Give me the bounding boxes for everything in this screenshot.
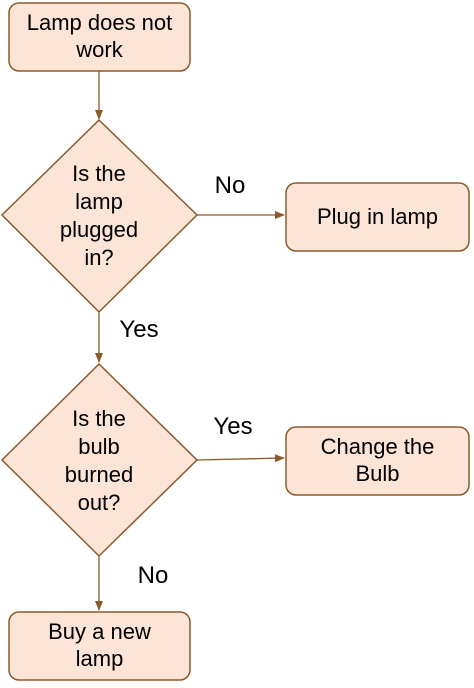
start-label-line2: work bbox=[76, 37, 123, 62]
decision-bulb-label: Is the bulb burned out? bbox=[29, 400, 169, 522]
connector-decision-bulb-to-change-bulb bbox=[196, 454, 285, 463]
start-box bbox=[8, 2, 191, 72]
buy-lamp-box bbox=[8, 611, 191, 681]
change-bulb-line2: Bulb bbox=[355, 461, 400, 486]
plug-in-box bbox=[285, 182, 470, 252]
decision-plug-line2: lamp bbox=[75, 188, 123, 214]
buy-lamp-label: Buy a new lamp bbox=[9, 612, 190, 680]
decision-bulb-line1: Is the bbox=[72, 405, 126, 431]
plug-in-label: Plug in lamp bbox=[286, 183, 469, 251]
change-bulb-label: Change the Bulb bbox=[286, 427, 469, 495]
decision-plug-line3: plugged bbox=[59, 217, 139, 242]
decision-plug-line1: Is the bbox=[72, 160, 126, 186]
decision-bulb-line4: out? bbox=[77, 490, 121, 516]
decision-plug-diamond bbox=[0, 118, 199, 314]
edge-label-bulb-no: No bbox=[137, 562, 169, 589]
start-label-line1: Lamp does not bbox=[26, 10, 173, 36]
edge-label-plug-yes: Yes bbox=[119, 316, 159, 343]
decision-plug-line4: in? bbox=[84, 245, 114, 271]
plug-in-label-text: Plug in lamp bbox=[316, 203, 439, 229]
decision-bulb-diamond bbox=[0, 362, 199, 558]
decision-bulb-line3: burned bbox=[64, 462, 134, 487]
buy-lamp-line1: Buy a new bbox=[48, 619, 151, 645]
change-bulb-line1: Change the bbox=[320, 434, 435, 460]
start-label: Lamp does not work bbox=[9, 3, 190, 71]
decision-plug-label: Is the lamp plugged in? bbox=[29, 155, 169, 277]
edge-label-plug-no: No bbox=[214, 172, 246, 199]
buy-lamp-line2: lamp bbox=[75, 646, 124, 671]
decision-bulb-line2: bulb bbox=[78, 433, 120, 459]
edge-label-bulb-yes: Yes bbox=[213, 413, 253, 440]
change-bulb-box bbox=[285, 426, 470, 496]
